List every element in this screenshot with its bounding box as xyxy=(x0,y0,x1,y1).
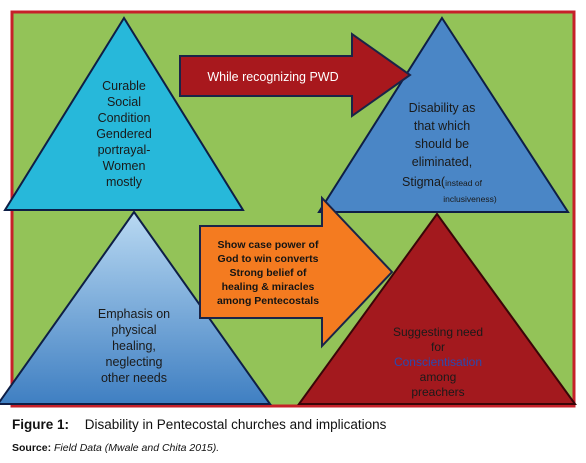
figure-number: Figure 1: xyxy=(12,417,70,432)
br-line-3-highlight: Conscientisation xyxy=(394,355,482,369)
bl-line-2: physical xyxy=(111,323,156,337)
br-line-1: Suggesting need xyxy=(393,325,483,339)
bl-line-3: healing, xyxy=(112,339,156,353)
mid-arrow-line-2: God to win converts xyxy=(218,253,319,265)
tr-line-1: Disability as xyxy=(409,101,476,115)
br-line-2: for xyxy=(431,340,445,354)
tl-line-2: Social xyxy=(107,95,141,109)
tl-line-3: Condition xyxy=(98,111,151,125)
top-right-triangle xyxy=(317,16,570,213)
diagram: Curable Social Condition Gendered portra… xyxy=(0,10,577,408)
tr-line-5-small: instead of xyxy=(445,178,482,188)
tr-line-2: that which xyxy=(414,119,470,133)
source-label: Source: xyxy=(12,442,52,454)
bl-line-1: Emphasis on xyxy=(98,307,170,321)
tr-line-4: eliminated, xyxy=(412,155,472,169)
tr-line-3: should be xyxy=(415,137,469,151)
br-line-5: preachers xyxy=(411,385,464,399)
mid-arrow-line-1: Show case power of xyxy=(218,239,319,251)
mid-arrow-line-5: among Pentecostals xyxy=(217,295,319,307)
bl-line-4: neglecting xyxy=(106,355,163,369)
tr-line-5: Stigma(instead of xyxy=(402,175,483,189)
figure-caption-text: Disability in Pentecostal churches and i… xyxy=(84,417,387,432)
bottom-right-triangle xyxy=(297,212,577,405)
tr-line-5-main: Stigma( xyxy=(402,175,446,189)
figure-source: Source: Field Data (Mwale and Chita 2015… xyxy=(12,442,219,454)
top-arrow-label: While recognizing PWD xyxy=(207,70,338,84)
bl-line-5: other needs xyxy=(101,371,167,385)
tr-line-6: inclusiveness) xyxy=(443,194,497,204)
middle-arrow xyxy=(199,195,394,349)
mid-arrow-line-3: Strong belief of xyxy=(230,267,308,279)
mid-arrow-line-4: healing & miracles xyxy=(222,281,315,293)
tl-line-5: portrayal- xyxy=(98,143,151,157)
tl-line-7: mostly xyxy=(106,175,143,189)
tl-line-1: Curable xyxy=(102,79,146,93)
tl-line-6: Women xyxy=(103,159,146,173)
tl-line-4: Gendered xyxy=(96,127,152,141)
br-line-4: among xyxy=(420,370,457,384)
top-arrow xyxy=(179,32,412,118)
top-left-triangle xyxy=(3,16,245,211)
source-text: Field Data (Mwale and Chita 2015). xyxy=(54,442,220,454)
figure-caption: Figure 1: Disability in Pentecostal chur… xyxy=(12,417,386,432)
